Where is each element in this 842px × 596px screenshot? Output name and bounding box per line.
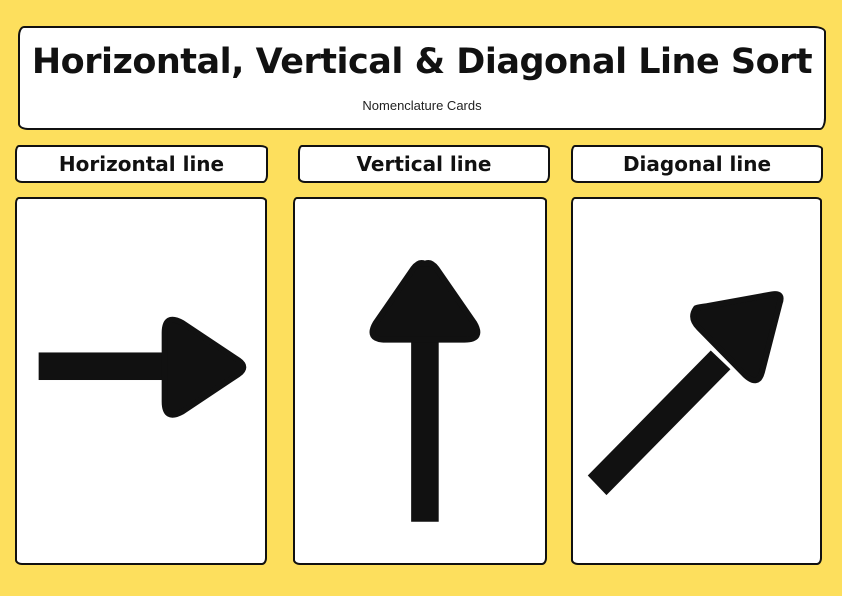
arrow-up-icon	[369, 260, 481, 522]
card-horizontal-line	[15, 197, 267, 565]
title-panel: Horizontal, Vertical & Diagonal Line Sor…	[18, 26, 826, 130]
label-vertical-line: Vertical line	[298, 145, 550, 183]
arrow-up-right-icon	[587, 291, 784, 496]
arrow-right-icon	[38, 316, 247, 418]
page-subtitle: Nomenclature Cards	[362, 98, 482, 113]
label-diagonal-line: Diagonal line	[571, 145, 823, 183]
card-vertical-line	[293, 197, 547, 565]
label-horizontal-line: Horizontal line	[15, 145, 268, 183]
page-title: Horizontal, Vertical & Diagonal Line Sor…	[31, 42, 813, 82]
card-diagonal-line	[571, 197, 822, 565]
